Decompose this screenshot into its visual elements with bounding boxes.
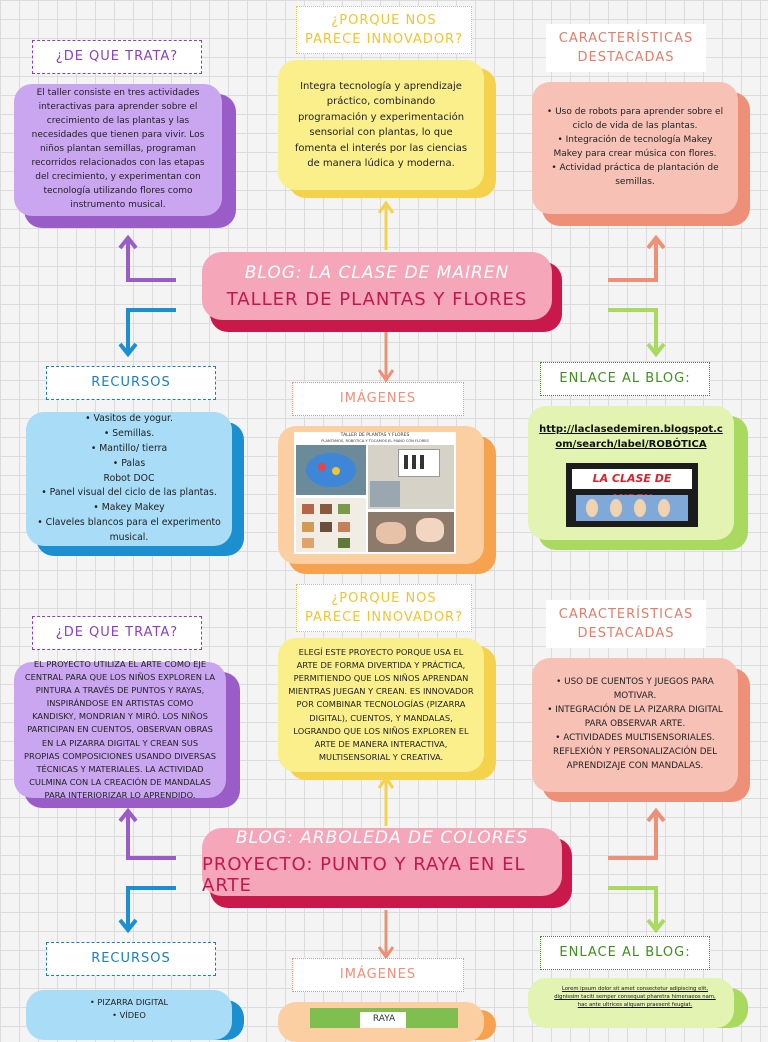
caracteristicas-label-1: CARACTERÍSTICAS DESTACADAS bbox=[546, 24, 706, 72]
recursos-card-1: • Vasitos de yogur. • Semillas. • Mantil… bbox=[26, 412, 232, 546]
que-trata-card-2: El proyecto utiliza el arte como eje cen… bbox=[14, 659, 226, 800]
blog-banner-image-1: LA CLASE DE MIREN bbox=[566, 463, 698, 527]
title-card-2: BLOG: ARBOLEDA DE COLORES PROYECTO: PUNT… bbox=[202, 828, 562, 896]
innovador-label-2: ¿PORQUE NOS PARECE INNOVADOR? bbox=[296, 584, 472, 632]
caracteristicas-label-line1-2: CARACTERÍSTICAS bbox=[558, 606, 694, 622]
caracteristicas-label-line2-1: DESTACADAS bbox=[577, 50, 675, 65]
innovador-label-1: ¿PORQUE NOS PARECE INNOVADOR? bbox=[296, 6, 472, 54]
arrow-to-innovador-1 bbox=[377, 200, 395, 250]
photo-cards-grid bbox=[296, 498, 366, 552]
caracteristica-item: • Uso de cuentos y juegos para motivar. bbox=[556, 677, 714, 702]
recurso-item: • Claveles blancos para el experimento m… bbox=[37, 517, 221, 544]
photo-robot-board bbox=[368, 445, 454, 509]
enlace-label-2: ENLACE AL BLOG: bbox=[540, 936, 710, 970]
arrow-to-recursos-1 bbox=[118, 308, 176, 358]
innovador-label-line2-1: PARECE INNOVADOR? bbox=[305, 32, 463, 47]
title-card-1: BLOG: LA CLASE DE MAIREN TALLER DE PLANT… bbox=[202, 252, 552, 320]
recursos-list-2: • Pizarra digital • Vídeo bbox=[90, 996, 168, 1022]
recurso-item: • Panel visual del ciclo de las plantas. bbox=[41, 487, 217, 499]
que-trata-card-1: El taller consiste en tres actividades i… bbox=[14, 84, 222, 216]
arrow-to-enlace-1 bbox=[608, 308, 666, 358]
blog-title-1: BLOG: LA CLASE DE MAIREN bbox=[244, 262, 510, 283]
arrow-to-imagenes-1 bbox=[377, 330, 395, 383]
project-title-2: PROYECTO: PUNTO Y RAYA EN EL ARTE bbox=[202, 854, 526, 896]
arrow-to-imagenes-2 bbox=[377, 910, 395, 960]
recursos-card-2: • Pizarra digital • Vídeo bbox=[26, 990, 232, 1040]
innovador-label-line1-1: ¿PORQUE NOS bbox=[331, 12, 437, 28]
caracteristicas-list-1: Uso de robots para aprender sobre el cic… bbox=[542, 106, 728, 190]
blog-title-2: BLOG: ARBOLEDA DE COLORES bbox=[235, 828, 529, 848]
recurso-item: • Vasitos de yogur. bbox=[85, 413, 173, 425]
recurso-item: • Vídeo bbox=[112, 1010, 146, 1021]
caracteristicas-label-line1-1: CARACTERÍSTICAS bbox=[558, 30, 694, 46]
imagenes-label-2: IMÁGENES bbox=[292, 958, 464, 992]
blog-link-1[interactable]: http://laclasedemiren.blogspot.com/searc… bbox=[539, 424, 723, 450]
art-photo-text: RAYA bbox=[372, 1014, 396, 1024]
recurso-item: Robot DOC bbox=[103, 472, 155, 484]
activity-collage-image-1: TALLER DE PLANTAS Y FLORES PLANTAMOS, RO… bbox=[294, 432, 456, 554]
que-trata-text-1: El taller consiste en tres actividades i… bbox=[31, 88, 205, 210]
recursos-label-1: RECURSOS bbox=[46, 366, 216, 400]
innovador-card-2: Elegí este proyecto porque usa el arte d… bbox=[278, 638, 484, 772]
photo-plant-tray bbox=[296, 445, 366, 495]
recurso-item: • Makey Makey bbox=[93, 502, 165, 514]
enlace-label-1: ENLACE AL BLOG: bbox=[540, 362, 710, 396]
collage-caption-line2: PLANTAMOS, ROBÓTICA Y TOCAMOS EL PIANO C… bbox=[321, 439, 429, 443]
arrow-to-recursos-2 bbox=[118, 886, 176, 934]
caracteristica-item: Reflexión y personalización del aprendiz… bbox=[552, 746, 718, 771]
recursos-label-2: RECURSOS bbox=[46, 942, 216, 976]
caracteristicas-card-1: Uso de robots para aprender sobre el cic… bbox=[532, 82, 738, 214]
que-trata-label-1: ¿DE QUE TRATA? bbox=[32, 40, 202, 74]
caracteristicas-label-2: CARACTERÍSTICAS DESTACADAS bbox=[546, 600, 706, 648]
que-trata-label-2: ¿DE QUE TRATA? bbox=[32, 616, 202, 650]
recurso-item: • Pizarra digital bbox=[89, 997, 169, 1007]
caracteristica-item: Uso de robots para aprender sobre el cic… bbox=[542, 106, 728, 134]
innovador-card-1: Integra tecnología y aprendizaje práctic… bbox=[278, 60, 484, 190]
caracteristicas-list-2: • Uso de cuentos y juegos para motivar. … bbox=[542, 676, 728, 773]
caracteristica-item: Integración de tecnología Makey Makey pa… bbox=[542, 134, 728, 162]
innovador-label-line1-2: ¿PORQUE NOS bbox=[331, 590, 437, 606]
arrow-to-que-trata-1 bbox=[118, 234, 176, 282]
recursos-list-1: • Vasitos de yogur. • Semillas. • Mantil… bbox=[36, 412, 222, 546]
recurso-item: • Semillas. bbox=[103, 427, 155, 439]
innovador-text-2: Elegí este proyecto porque usa el arte d… bbox=[288, 647, 474, 762]
caracteristica-item: Actividad práctica de plantación de semi… bbox=[542, 162, 728, 190]
arrow-to-enlace-2 bbox=[608, 886, 666, 934]
que-trata-text-2: El proyecto utiliza el arte como eje cen… bbox=[24, 658, 216, 800]
caracteristica-item: • Integración de la pizarra digital para… bbox=[547, 705, 723, 730]
blog-link-2[interactable]: Lorem ipsum dolor sit amet consectetur a… bbox=[554, 986, 716, 1009]
project-title-1: TALLER DE PLANTAS Y FLORES bbox=[226, 288, 528, 310]
arrow-to-caracteristicas-1 bbox=[608, 234, 666, 282]
arrow-to-innovador-2 bbox=[377, 775, 395, 826]
imagenes-label-1: IMÁGENES bbox=[292, 382, 464, 416]
caracteristica-item: • Actividades multisensoriales. bbox=[555, 732, 715, 743]
innovador-text-1: Integra tecnología y aprendizaje práctic… bbox=[294, 80, 468, 170]
photo-hands-flowers bbox=[368, 512, 454, 552]
enlace-card-2 bbox=[528, 978, 734, 1028]
arrow-to-caracteristicas-2 bbox=[608, 807, 666, 860]
caracteristicas-label-line2-2: DESTACADAS bbox=[577, 626, 675, 641]
caracteristicas-card-2: • Uso de cuentos y juegos para motivar. … bbox=[532, 658, 738, 792]
banner-text: LA CLASE DE MIREN bbox=[572, 469, 692, 505]
arrow-to-que-trata-2 bbox=[118, 807, 176, 860]
innovador-label-line2-2: PARECE INNOVADOR? bbox=[305, 610, 463, 625]
collage-caption-line1: TALLER DE PLANTAS Y FLORES bbox=[340, 433, 410, 438]
recurso-item: • Mantillo/ tierra bbox=[90, 442, 168, 454]
art-photo-2: RAYA bbox=[310, 1008, 458, 1028]
recurso-item: • Palas bbox=[112, 457, 146, 469]
